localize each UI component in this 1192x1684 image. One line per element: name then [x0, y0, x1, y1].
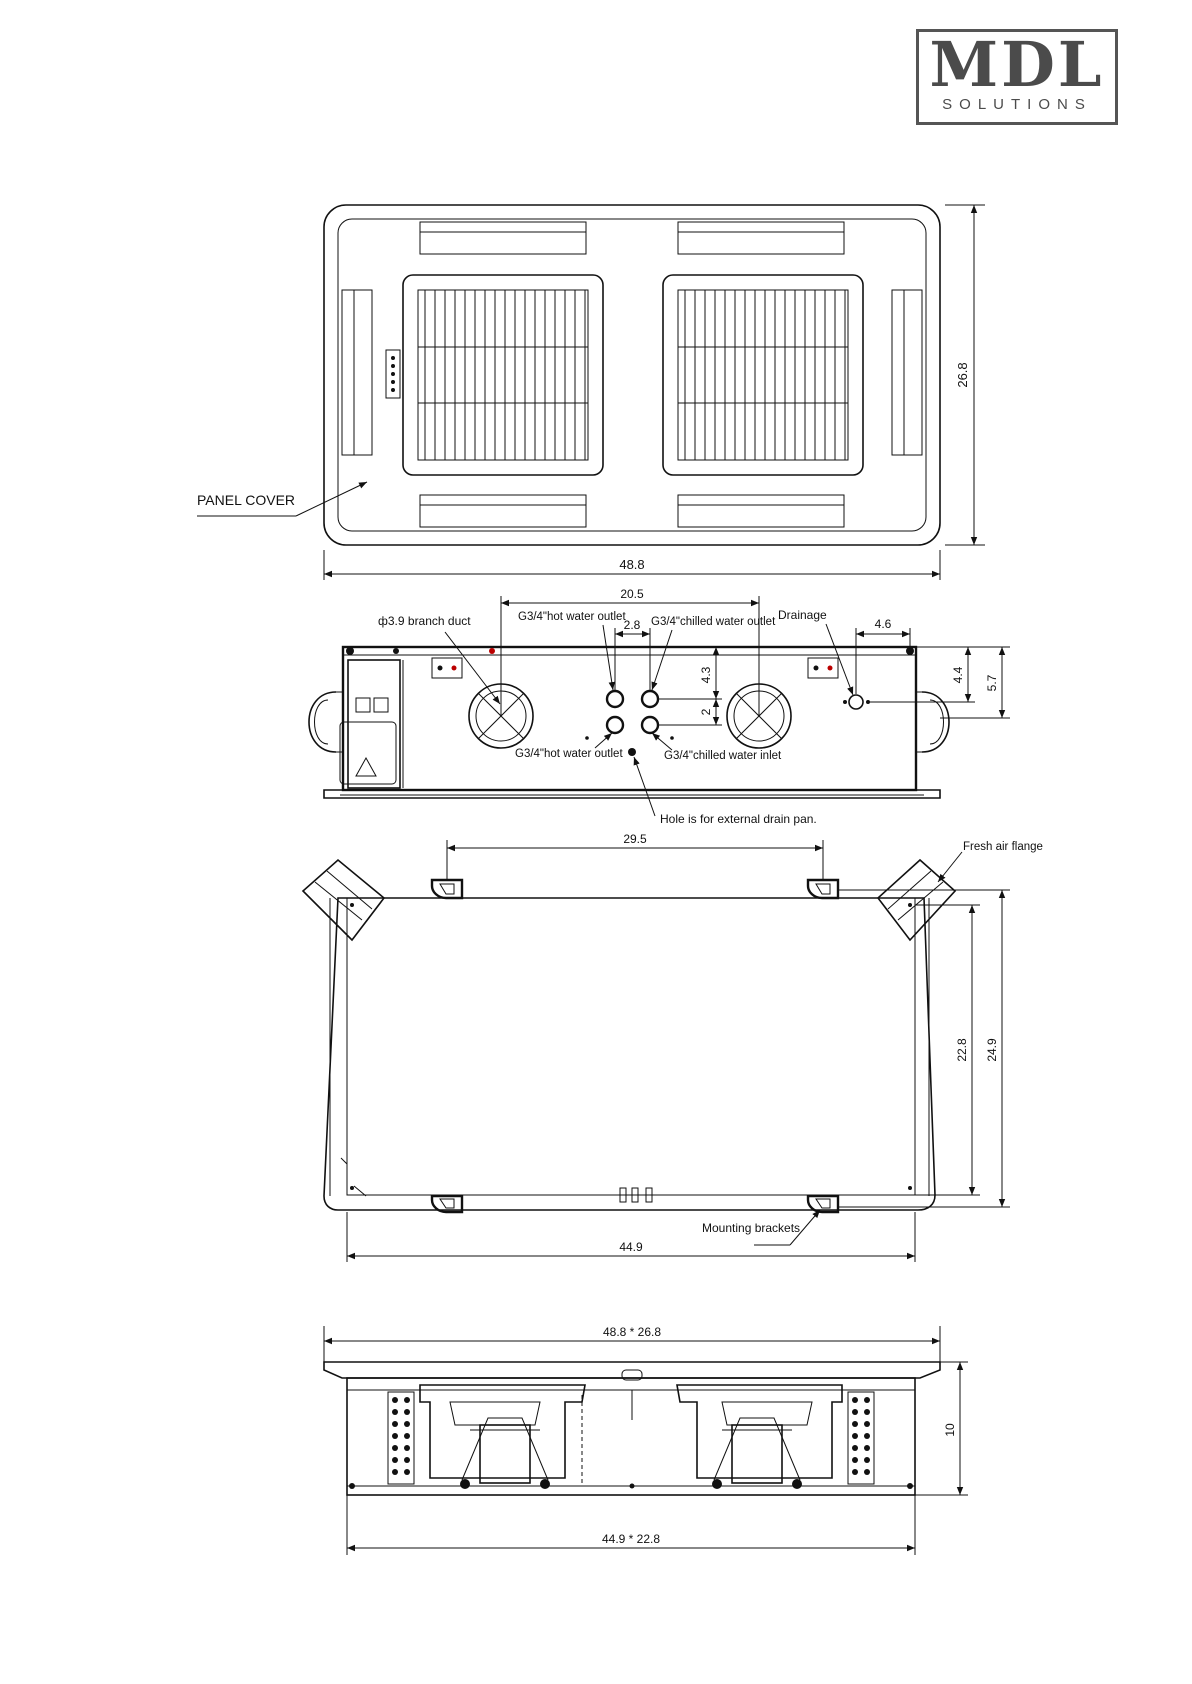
dim-panel: 48.8 * 26.8	[603, 1325, 661, 1339]
dim-48-8: 48.8	[619, 557, 644, 572]
control-display	[386, 350, 400, 398]
dim-26-8: 26.8	[955, 362, 970, 387]
fan-assembly-left	[420, 1385, 585, 1489]
fresh-air-label: Fresh air flange	[963, 841, 1043, 853]
top-panel-view: PANEL COVER 48.8 26.8	[197, 205, 985, 580]
return-grille-left	[403, 275, 603, 475]
front-section-view: 48.8 * 26.8	[324, 1325, 968, 1555]
chilled-inlet-label: G3/4"chilled water inlet	[664, 750, 782, 762]
dim-29-5: 29.5	[623, 832, 647, 846]
end-flange-left	[309, 692, 343, 752]
fresh-air-flange-left	[303, 860, 384, 940]
dim-44-9: 44.9	[619, 1240, 643, 1254]
louvers-top	[420, 222, 844, 254]
dim-4-4: 4.4	[951, 666, 965, 683]
fan-assembly-right	[677, 1385, 842, 1489]
top-brackets	[346, 647, 914, 678]
mounting-brackets-label: Mounting brackets	[702, 1221, 800, 1235]
fresh-air-flange-right	[878, 860, 955, 940]
drainage-label: Drainage	[778, 608, 827, 622]
body-outline-bottom	[324, 898, 935, 1210]
chilled-outlet-label: G3/4"chilled water outlet	[651, 616, 776, 628]
dim-20-5: 20.5	[620, 587, 644, 601]
electric-box	[340, 660, 403, 788]
coil-right	[848, 1392, 874, 1484]
dim-2-8: 2.8	[624, 618, 641, 632]
dim-5-7: 5.7	[985, 674, 999, 691]
dim-4-3: 4.3	[699, 666, 713, 683]
drainage-port	[843, 695, 870, 709]
hot-outlet-bottom-label: G3/4"hot water outlet	[515, 748, 623, 760]
coil-left	[388, 1392, 414, 1484]
panel-cover-label: PANEL COVER	[197, 492, 295, 508]
dim-22-8: 22.8	[955, 1038, 969, 1062]
bottom-mounting-view: 29.5 Fresh air flange 22.8 24.9 Mounting…	[303, 832, 1043, 1262]
branch-duct-label: ф3.9 branch duct	[378, 614, 471, 628]
dim-24-9: 24.9	[985, 1038, 999, 1062]
mounting-brackets	[350, 880, 912, 1212]
dim-4-6: 4.6	[875, 617, 892, 631]
hot-outlet-top-label: G3/4"hot water outlet	[518, 611, 626, 623]
center-drain	[349, 1370, 913, 1489]
louvers-bottom	[420, 495, 844, 527]
return-grille-right	[663, 275, 863, 475]
dim-10: 10	[943, 1423, 957, 1437]
drain-hole-label: Hole is for external drain pan.	[660, 812, 817, 826]
dim-body: 44.9 * 22.8	[602, 1532, 660, 1546]
end-flange-right	[916, 692, 949, 752]
dim-2: 2	[699, 708, 713, 715]
water-connections	[585, 691, 674, 756]
side-connection-view: 20.5 2.8 4.6 4.3 2 4.4 5.7 ф3.9 branch d…	[309, 587, 1010, 826]
